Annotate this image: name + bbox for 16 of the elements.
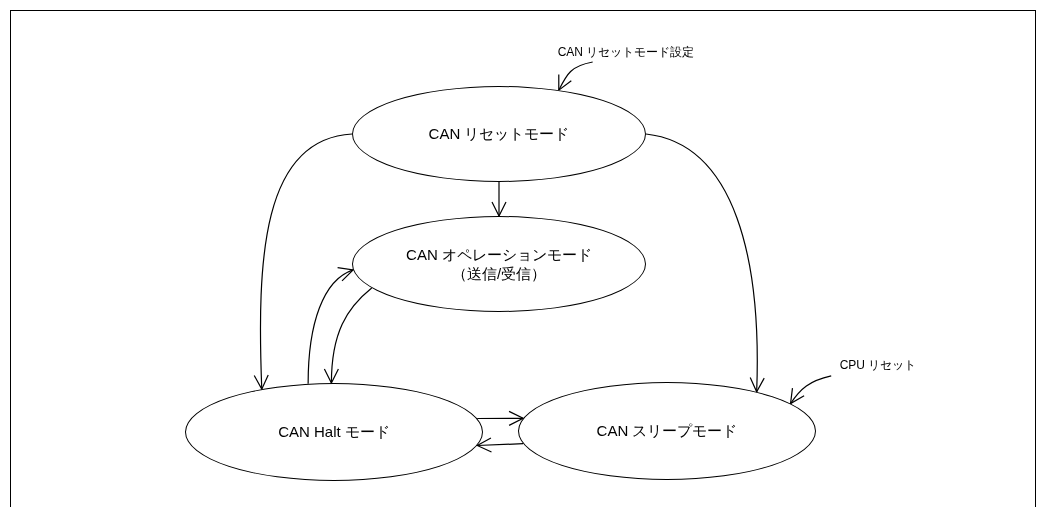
state-name: CAN リセットモード [428,124,570,144]
state-name: CAN スリープモード [596,421,738,441]
trigger-label: CPU リセット [839,358,917,374]
arrow [324,287,373,384]
state-note: （送信/受信） [451,264,547,284]
arrow [789,375,832,405]
arrow [645,133,765,393]
arrow [491,181,507,217]
arrow [307,268,354,385]
trigger-label: CAN リセットモード設定 [557,45,695,61]
state-name: CAN オペレーションモード [406,244,592,264]
arrow [476,437,524,453]
arrow [253,133,353,390]
state-name: CAN Halt モード [278,422,390,442]
arrow [476,410,524,426]
arrow [558,61,594,91]
